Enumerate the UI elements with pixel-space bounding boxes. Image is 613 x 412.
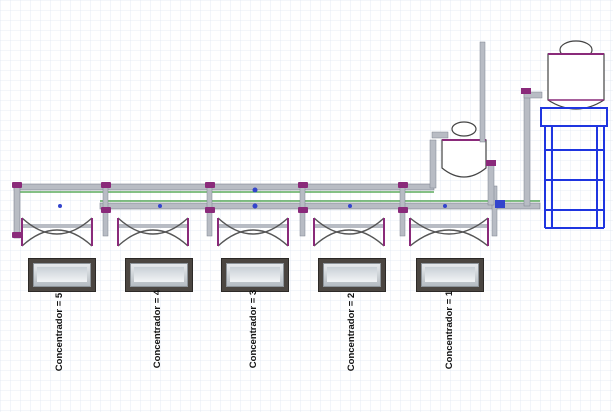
blue-valves [58, 187, 447, 209]
concentrator-label-5: Concentrador = 5 [54, 292, 65, 372]
concentrator-photo-3 [221, 258, 289, 292]
concentrator-unit-2 [313, 217, 385, 247]
concentrator-photo-2 [318, 258, 386, 292]
tank-stand [540, 107, 608, 229]
valve-fittings [12, 182, 408, 238]
concentrator-unit-5 [21, 217, 93, 247]
concentrator-unit-1 [409, 217, 489, 247]
concentrator-photo-5 [28, 258, 96, 292]
concentrator-label-4: Concentrador = 4 [152, 289, 163, 369]
bottom-header-pipe [99, 200, 541, 210]
feed-pipe [495, 88, 543, 208]
concentrator-label-2: Concentrador = 2 [346, 292, 357, 372]
overflow-pipe [479, 41, 486, 143]
concentrator-label-3: Concentrador = 3 [248, 289, 259, 369]
concentrator-photo-4 [125, 258, 193, 292]
left-riser-pipe [13, 185, 21, 239]
small-tank [429, 121, 496, 206]
concentrator-photo-1 [416, 258, 484, 292]
concentrator-unit-4 [117, 217, 189, 247]
large-tank [547, 40, 605, 110]
concentrator-unit-3 [217, 217, 289, 247]
concentrator-label-1: Concentrador = 1 [444, 290, 455, 370]
